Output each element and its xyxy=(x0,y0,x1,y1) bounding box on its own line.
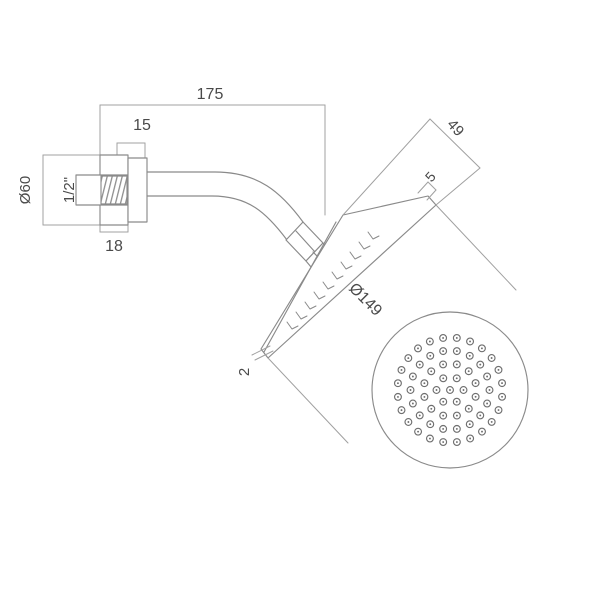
nozzle-center xyxy=(474,382,477,385)
nozzle-center xyxy=(480,347,483,350)
nozzle-center xyxy=(442,414,445,417)
nozzle-center xyxy=(462,389,465,391)
nozzle-center xyxy=(428,340,431,343)
nozzle-center xyxy=(469,437,472,440)
nozzle-center xyxy=(435,389,438,391)
dimension-label-175: 175 xyxy=(197,86,224,103)
nozzle-center xyxy=(481,430,483,433)
nozzle-center xyxy=(490,420,493,423)
nozzle-center xyxy=(409,389,412,391)
threaded-connector xyxy=(75,174,129,206)
nozzle-center xyxy=(429,437,431,440)
nozzle-center xyxy=(442,350,445,353)
nozzle-center xyxy=(442,427,445,430)
nozzle-center xyxy=(479,363,482,366)
nozzle-center xyxy=(488,389,491,391)
dimension-label-diameter-60: Ø60 xyxy=(17,176,34,204)
dimension-diameter-149 xyxy=(267,204,517,444)
nozzle-center xyxy=(497,409,500,411)
nozzle-center xyxy=(411,375,414,378)
nozzle-center xyxy=(407,357,410,360)
nozzle-center xyxy=(407,421,410,423)
dimension-label-2: 2 xyxy=(236,368,253,376)
nozzle-center xyxy=(430,370,433,373)
nozzle-center xyxy=(455,377,458,380)
nozzle-center xyxy=(501,382,503,385)
nozzle-center xyxy=(442,400,445,403)
nozzle-center xyxy=(429,354,432,357)
dimension-label-18: 18 xyxy=(105,238,123,255)
nozzle-center xyxy=(486,402,489,405)
nozzle-center xyxy=(417,430,420,433)
nozzle-center xyxy=(501,395,504,398)
nozzle-center xyxy=(468,354,471,357)
nozzle-center xyxy=(449,389,451,391)
nozzle-center xyxy=(455,427,458,430)
nozzle-center xyxy=(442,441,445,444)
nozzle-center xyxy=(455,414,458,417)
nozzle-center xyxy=(455,363,458,366)
nozzle-center xyxy=(442,363,445,366)
nozzle-center xyxy=(400,369,403,371)
dimension-label-5: 5 xyxy=(422,168,439,185)
nozzle-center xyxy=(486,375,489,378)
nozzle-center xyxy=(397,395,399,398)
nozzle-center xyxy=(418,414,421,417)
nozzle-center xyxy=(442,337,445,339)
shower-head-side-view xyxy=(260,195,437,359)
nozzle-center xyxy=(455,400,458,403)
nozzle-center xyxy=(429,423,432,426)
nozzle-center xyxy=(490,357,493,359)
nozzle-center xyxy=(474,395,477,398)
nozzle-center xyxy=(430,407,433,410)
dimension-2 xyxy=(251,345,274,361)
nozzle-center xyxy=(455,350,458,353)
nozzle-array xyxy=(393,333,507,447)
nozzle-center xyxy=(400,409,403,412)
nozzle-center xyxy=(467,370,470,373)
nozzle-center xyxy=(455,441,458,443)
nozzle-center xyxy=(467,407,470,410)
nozzle-center xyxy=(442,377,445,380)
collar xyxy=(127,157,148,223)
nozzle-center xyxy=(455,336,458,339)
head-edge-scallops xyxy=(286,231,380,330)
nozzle-center xyxy=(411,402,414,405)
nozzle-center xyxy=(418,363,421,366)
dimension-5 xyxy=(417,181,437,201)
dimension-label-thread-size: 1/2" xyxy=(61,177,78,203)
nozzle-center xyxy=(479,414,482,417)
nozzle-center xyxy=(468,423,471,426)
nozzle-center xyxy=(423,395,426,398)
nozzle-center xyxy=(423,382,426,385)
dimension-49 xyxy=(342,118,481,216)
nozzle-center xyxy=(396,382,399,385)
curved-arm xyxy=(146,171,304,241)
nozzle-center xyxy=(469,340,471,343)
nozzle-center xyxy=(497,368,500,371)
dimension-label-diameter-149: Ø149 xyxy=(345,280,385,320)
nozzle-center xyxy=(417,347,419,350)
dimension-label-15: 15 xyxy=(133,117,151,134)
